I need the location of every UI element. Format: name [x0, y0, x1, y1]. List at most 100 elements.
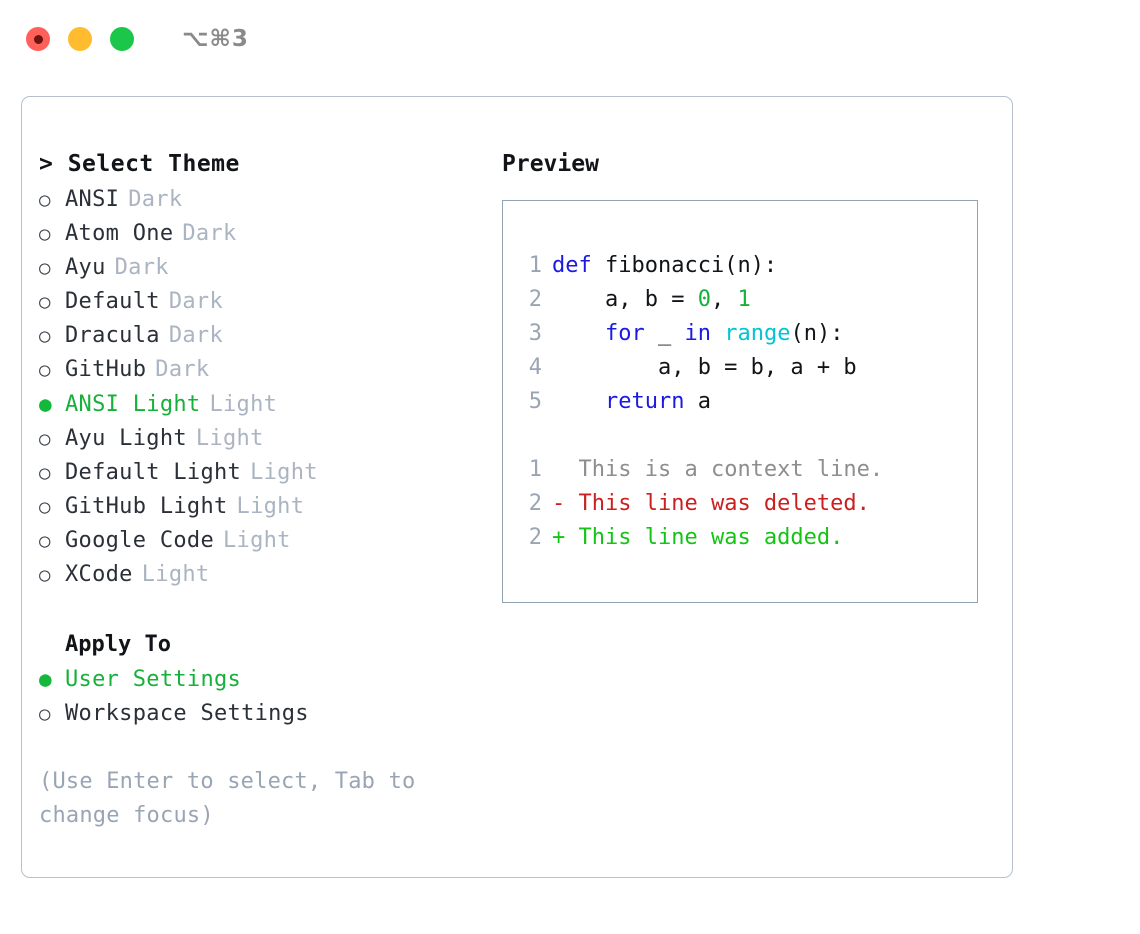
theme-option-github-light[interactable]: ○ GitHub Light Light [39, 490, 489, 524]
theme-option-label: ANSI [65, 187, 120, 212]
theme-option-dracula[interactable]: ○ Dracula Dark [39, 319, 489, 353]
theme-option-tag: Dark [114, 255, 169, 280]
theme-option-label: Dracula [65, 323, 160, 348]
traffic-light-group [26, 27, 134, 51]
apply-to-section: Apply To ●User Settings ○ Workspace Settin… [39, 628, 489, 731]
title-bar: ⌥⌘3 [0, 0, 1140, 78]
apply-to-option-label: Workspace Settings [65, 701, 309, 726]
diff-text: This is a context line. [578, 457, 884, 482]
radio-unselected-icon[interactable]: ○ [39, 257, 51, 279]
theme-option-ansi[interactable]: ○ ANSI Dark [39, 183, 489, 217]
code-line: 5 return a [516, 385, 977, 419]
theme-option-label: Default Light [65, 460, 242, 485]
radio-unselected-icon[interactable]: ○ [39, 359, 51, 381]
code-text: a, b = b, a + b [552, 351, 857, 385]
radio-unselected-icon[interactable]: ○ [39, 223, 51, 245]
radio-unselected-icon[interactable]: ○ [39, 703, 51, 725]
diff-line-del: 2- This line was deleted. [516, 487, 977, 521]
keyboard-hint-text: (Use Enter to select, Tab to change focu… [39, 769, 429, 828]
theme-option-label: GitHub [65, 357, 147, 382]
apply-to-list: ●User Settings ○ Workspace Settings [39, 662, 489, 731]
theme-option-tag: Light [236, 494, 305, 519]
theme-option-ansi-light[interactable]: ● ANSI Light Light [39, 387, 489, 422]
theme-option-github[interactable]: ○ GitHub Dark [39, 353, 489, 387]
radio-unselected-icon[interactable]: ○ [39, 462, 51, 484]
select-theme-heading: > Select Theme [39, 151, 240, 177]
code-token-builtin: range [724, 321, 791, 346]
preview-spacer [516, 419, 977, 453]
diff-marker: + [552, 525, 579, 550]
theme-option-label: Ayu Light [65, 426, 187, 451]
diff-sample-block: 1 This is a context line.2- This line wa… [516, 453, 977, 555]
apply-to-option-user-settings[interactable]: ●User Settings [39, 662, 489, 697]
theme-option-label: ANSI Light [65, 392, 201, 417]
code-token-plain: _ [644, 321, 685, 346]
theme-option-tag: Light [209, 392, 278, 417]
theme-option-ayu-light[interactable]: ○ Ayu Light Light [39, 422, 489, 456]
theme-option-tag: Light [250, 460, 318, 485]
diff-line-add: 2 + This line was added. [516, 521, 977, 555]
radio-selected-icon[interactable]: ● [39, 392, 52, 416]
radio-unselected-icon[interactable]: ○ [39, 291, 51, 313]
code-token-plain: fibonacci(n): [591, 253, 778, 278]
theme-option-label: GitHub Light [65, 494, 228, 519]
line-number: 5 [528, 389, 542, 414]
code-token-plain: a, b = [552, 287, 698, 312]
close-window-button[interactable] [26, 27, 50, 51]
theme-option-default-light[interactable]: ○ Default Light Light [39, 456, 489, 490]
theme-option-tag: Light [223, 528, 291, 553]
line-number: 1 [528, 253, 542, 278]
theme-option-tag: Dark [168, 323, 224, 348]
code-text: return a [552, 385, 711, 419]
code-token-num: 1 [737, 287, 751, 312]
theme-option-tag: Dark [128, 187, 183, 212]
code-token-kw: for [604, 321, 645, 346]
diff-line-context: 1 This is a context line. [516, 453, 977, 487]
radio-unselected-icon[interactable]: ○ [39, 189, 51, 211]
theme-option-tag: Light [141, 562, 210, 587]
apply-to-option-workspace-settings[interactable]: ○ Workspace Settings [39, 697, 489, 731]
line-number: 2 [528, 525, 542, 550]
minimize-window-button[interactable] [68, 27, 92, 51]
radio-unselected-icon[interactable]: ○ [39, 428, 51, 450]
line-number: 3 [528, 321, 542, 346]
diff-text: This line was added. [578, 525, 844, 550]
theme-option-tag: Dark [155, 357, 210, 382]
radio-unselected-icon[interactable]: ○ [39, 325, 51, 347]
diff-marker: - [552, 491, 579, 516]
code-token-plain: a, b = b, a + b [552, 355, 857, 380]
theme-option-label: Default [65, 289, 160, 314]
code-token-plain [552, 389, 605, 414]
recording-dot-icon [33, 34, 43, 44]
radio-selected-icon[interactable]: ● [39, 667, 52, 691]
line-number: 2 [528, 287, 542, 312]
code-token-plain: , [710, 287, 738, 312]
code-token-kw: def [552, 253, 592, 278]
line-number: 4 [528, 355, 542, 380]
code-line: 1 def fibonacci(n): [516, 249, 977, 283]
radio-unselected-icon[interactable]: ○ [39, 496, 51, 518]
apply-to-heading: Apply To [65, 632, 171, 657]
code-token-num: 0 [697, 287, 711, 312]
radio-unselected-icon[interactable]: ○ [39, 564, 51, 586]
code-line: 4 a, b = b, a + b [516, 351, 977, 385]
code-token-plain [711, 321, 724, 346]
radio-unselected-icon[interactable]: ○ [39, 530, 51, 552]
diff-marker [552, 453, 579, 487]
theme-option-tag: Light [195, 426, 264, 451]
line-number: 2 [528, 491, 542, 516]
line-number: 1 [528, 457, 542, 482]
maximize-window-button[interactable] [110, 27, 134, 51]
